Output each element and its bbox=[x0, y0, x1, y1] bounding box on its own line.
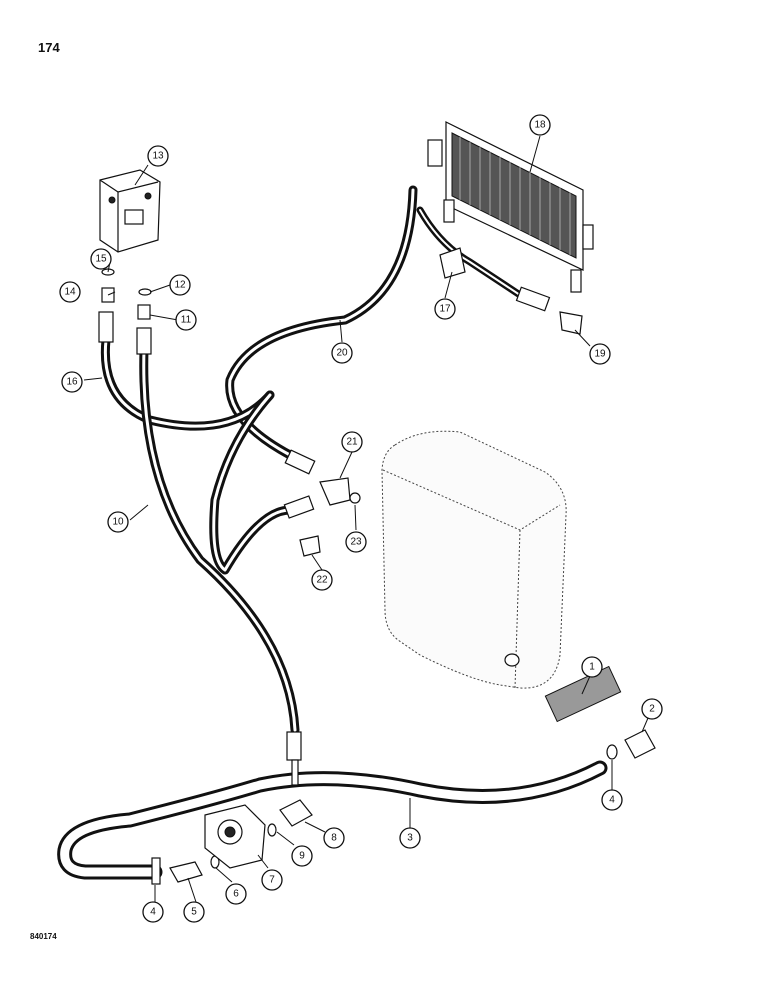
svg-text:2: 2 bbox=[649, 704, 655, 715]
svg-text:23: 23 bbox=[350, 537, 362, 548]
svg-text:6: 6 bbox=[233, 889, 239, 900]
svg-text:13: 13 bbox=[152, 151, 164, 162]
svg-text:19: 19 bbox=[594, 349, 606, 360]
callout-6: 6 bbox=[225, 883, 247, 905]
svg-text:10: 10 bbox=[112, 517, 124, 528]
svg-text:22: 22 bbox=[316, 575, 328, 586]
callout-11: 11 bbox=[175, 309, 197, 331]
leader-lines bbox=[83, 135, 649, 903]
svg-text:4: 4 bbox=[609, 795, 615, 806]
callout-16: 16 bbox=[61, 371, 83, 393]
hydraulic-tank bbox=[381, 430, 567, 689]
callout-12: 12 bbox=[169, 274, 191, 296]
callout-7: 7 bbox=[261, 869, 283, 891]
callout-14: 14 bbox=[59, 281, 81, 303]
callout-10: 10 bbox=[107, 511, 129, 533]
callout-3: 3 bbox=[399, 827, 421, 849]
figure-code: 840174 bbox=[30, 932, 57, 941]
control-valve bbox=[99, 169, 161, 253]
callout-19: 19 bbox=[589, 343, 611, 365]
callout-20: 20 bbox=[331, 342, 353, 364]
callout-9: 9 bbox=[291, 845, 313, 867]
svg-text:18: 18 bbox=[534, 120, 546, 131]
svg-text:16: 16 bbox=[66, 377, 78, 388]
callout-23: 23 bbox=[345, 531, 367, 553]
callout-18: 18 bbox=[529, 114, 551, 136]
svg-text:14: 14 bbox=[64, 287, 76, 298]
svg-text:7: 7 bbox=[269, 875, 275, 886]
page-number: 174 bbox=[38, 40, 60, 55]
callout-22: 22 bbox=[311, 569, 333, 591]
svg-text:21: 21 bbox=[346, 437, 358, 448]
svg-text:17: 17 bbox=[439, 304, 451, 315]
callout-15: 15 bbox=[90, 248, 112, 270]
oil-cooler bbox=[427, 121, 594, 293]
callout-4-tank-fitting: 4 bbox=[601, 789, 623, 811]
svg-text:20: 20 bbox=[336, 348, 348, 359]
callout-5: 5 bbox=[183, 901, 205, 923]
callout-4-pump-fitting: 4 bbox=[142, 901, 164, 923]
callout-17: 17 bbox=[434, 298, 456, 320]
svg-text:15: 15 bbox=[95, 254, 107, 265]
fittings bbox=[98, 247, 656, 885]
svg-text:8: 8 bbox=[331, 833, 337, 844]
svg-text:11: 11 bbox=[181, 315, 192, 326]
callout-2: 2 bbox=[641, 698, 663, 720]
svg-text:5: 5 bbox=[191, 907, 197, 918]
hydraulic-pump bbox=[204, 804, 266, 869]
svg-text:4: 4 bbox=[150, 907, 156, 918]
svg-text:9: 9 bbox=[299, 851, 305, 862]
svg-text:1: 1 bbox=[589, 662, 595, 673]
callout-8: 8 bbox=[323, 827, 345, 849]
svg-text:3: 3 bbox=[407, 833, 413, 844]
callout-1: 1 bbox=[581, 656, 603, 678]
svg-text:12: 12 bbox=[174, 280, 186, 291]
callout-13: 13 bbox=[147, 145, 169, 167]
callout-21: 21 bbox=[341, 431, 363, 453]
hoses bbox=[57, 185, 608, 880]
